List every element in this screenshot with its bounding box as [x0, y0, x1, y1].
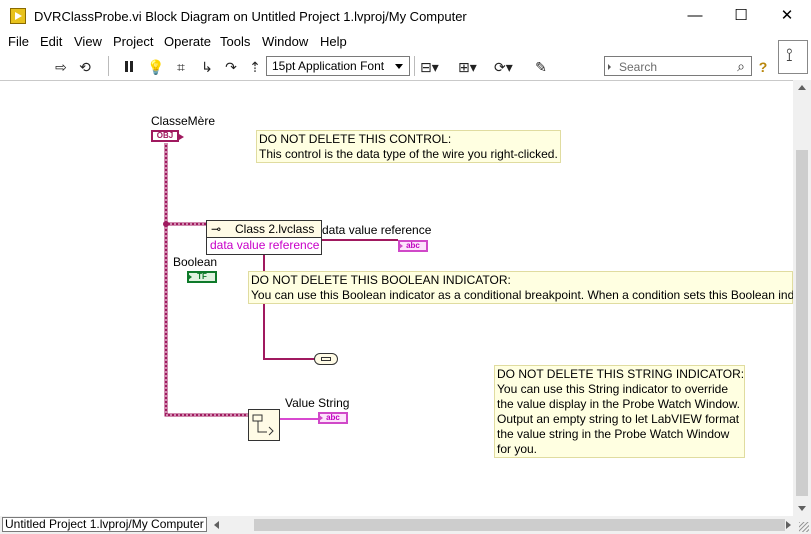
comment-boolean[interactable]: DO NOT DELETE THIS BOOLEAN INDICATOR: Yo… — [248, 271, 793, 304]
boolean-indicator-terminal[interactable]: TF — [187, 271, 217, 283]
align-objects-icon[interactable]: ⊟▾ — [420, 59, 439, 75]
distribute-objects-icon[interactable]: ⊞▾ — [458, 59, 477, 75]
search-options-icon[interactable] — [608, 64, 611, 70]
retain-wire-values-icon[interactable]: ⌗ — [177, 59, 185, 75]
menu-bar: File Edit View Project Operate Tools Win… — [0, 32, 811, 52]
comment-control[interactable]: DO NOT DELETE THIS CONTROL: This control… — [256, 130, 561, 163]
menu-edit[interactable]: Edit — [40, 34, 63, 49]
pause-icon[interactable] — [120, 58, 138, 76]
probe-output-node[interactable] — [314, 353, 338, 365]
scroll-left-icon[interactable] — [214, 521, 219, 529]
classe-mere-control-terminal[interactable]: OBJ — [151, 130, 184, 142]
unbundle-by-name-node[interactable]: ⊸ Class 2.lvclass — [206, 220, 322, 238]
run-arrow-icon[interactable]: ⇨ — [55, 59, 67, 75]
value-string-label: Value String — [285, 396, 350, 410]
block-diagram-canvas[interactable]: ClasseMère OBJ DO NOT DELETE THIS CONTRO… — [0, 80, 793, 517]
menu-file[interactable]: File — [8, 34, 29, 49]
minimize-button[interactable]: — — [687, 7, 703, 24]
comment-string[interactable]: DO NOT DELETE THIS STRING INDICATOR: You… — [494, 365, 745, 458]
unbundle-element[interactable]: data value reference — [206, 238, 322, 255]
project-path[interactable]: Untitled Project 1.lvproj/My Computer — [2, 517, 207, 532]
font-select[interactable]: 15pt Application Font — [266, 56, 410, 76]
step-into-icon[interactable]: ↳ — [201, 59, 213, 75]
key-icon: ⊸ — [211, 222, 222, 236]
font-select-value: 15pt Application Font — [272, 59, 385, 73]
horizontal-scroll-thumb[interactable] — [254, 519, 785, 531]
maximize-button[interactable]: ☐ — [734, 7, 748, 24]
menu-view[interactable]: View — [74, 34, 102, 49]
unbundle-class-name: Class 2.lvclass — [235, 222, 315, 236]
format-value-subvi-node[interactable] — [248, 409, 280, 441]
resize-grip-icon[interactable] — [799, 522, 809, 532]
toolbar-separator — [414, 56, 415, 76]
context-help-icon[interactable] — [778, 40, 808, 74]
format-value-subvi-icon — [252, 414, 274, 436]
menu-project[interactable]: Project — [113, 34, 154, 49]
value-string-indicator-terminal[interactable]: abc — [318, 412, 348, 424]
help-icon[interactable]: ? — [758, 59, 768, 75]
wire-junction — [163, 221, 169, 227]
probe-output-icon — [321, 357, 331, 361]
toolbar: ⇨ ⟲ 💡 ⌗ ↳ ↷ ⇡ ⊟▾ ⊞▾ ⟳▾ ✎ ? — [0, 52, 776, 80]
labview-app-icon — [10, 8, 26, 24]
search-box[interactable]: Search ⌕ — [604, 56, 752, 76]
menu-tools[interactable]: Tools — [220, 34, 251, 49]
step-over-icon[interactable]: ↷ — [225, 59, 237, 75]
wires-layer — [163, 143, 398, 420]
step-out-icon[interactable]: ⇡ — [249, 59, 261, 75]
search-icon[interactable]: ⌕ — [737, 58, 745, 74]
toolbar-separator — [108, 56, 109, 76]
boolean-label: Boolean — [173, 255, 218, 269]
search-placeholder: Search — [619, 60, 658, 74]
cleanup-diagram-icon[interactable]: ✎ — [535, 59, 547, 75]
scroll-down-icon[interactable] — [798, 506, 806, 511]
status-bar: Untitled Project 1.lvproj/My Computer — [0, 516, 811, 534]
horizontal-scrollbar[interactable] — [210, 516, 793, 534]
scroll-right-icon[interactable] — [786, 521, 791, 529]
run-continuously-icon[interactable]: ⟲ — [79, 59, 91, 75]
classe-mere-label: ClasseMère — [151, 114, 216, 128]
reorder-icon[interactable]: ⟳▾ — [494, 59, 513, 75]
menu-window[interactable]: Window — [262, 34, 309, 49]
scroll-up-icon[interactable] — [798, 85, 806, 90]
chevron-down-icon — [395, 64, 403, 69]
vertical-scrollbar[interactable] — [793, 80, 811, 516]
class-wire-pattern — [165, 143, 248, 416]
menu-operate[interactable]: Operate — [164, 34, 211, 49]
window-title: DVRClassProbe.vi Block Diagram on Untitl… — [34, 9, 467, 24]
highlight-execution-icon[interactable]: 💡 — [147, 59, 165, 75]
dvr-label: data value reference — [322, 223, 432, 237]
dvr-indicator-terminal[interactable]: abc — [398, 240, 428, 252]
vertical-scroll-thumb[interactable] — [796, 150, 808, 496]
close-button[interactable]: ✕ — [780, 7, 794, 24]
title-bar: DVRClassProbe.vi Block Diagram on Untitl… — [0, 0, 811, 32]
menu-help[interactable]: Help — [320, 34, 347, 49]
